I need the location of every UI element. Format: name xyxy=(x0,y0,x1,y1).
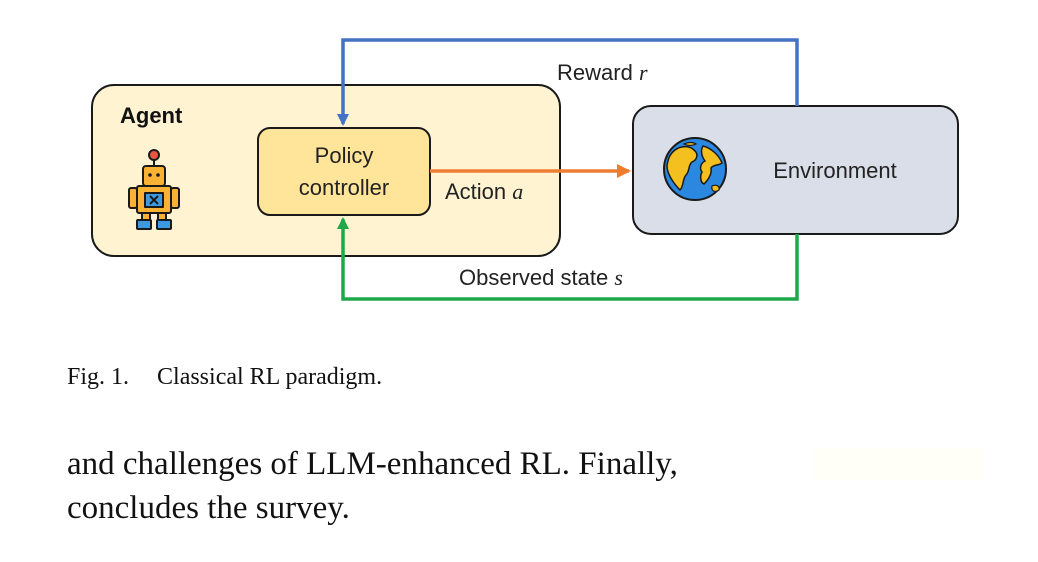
body-line-2: concludes the survey. xyxy=(67,490,350,526)
body-line-1: and challenges of LLM-enhanced RL. Final… xyxy=(67,446,678,482)
reward-label: Reward r xyxy=(557,60,648,85)
policy-label-line2: controller xyxy=(299,175,389,200)
redacted-area xyxy=(814,448,984,480)
globe-icon xyxy=(663,137,727,201)
policy-controller-box xyxy=(257,127,431,216)
reward-arrow xyxy=(337,38,799,126)
policy-label-line1: Policy xyxy=(315,143,374,168)
agent-label: Agent xyxy=(120,103,183,128)
figure-caption: Fig. 1. Classical RL paradigm. xyxy=(67,364,382,391)
caption-text: Classical RL paradigm. xyxy=(157,364,383,390)
environment-label: Environment xyxy=(773,158,897,183)
robot-icon xyxy=(128,149,180,230)
action-label: Action a xyxy=(445,179,523,204)
figure-number: Fig. 1. xyxy=(67,364,130,390)
observed-state-arrow xyxy=(337,217,799,301)
body-paragraph: and challenges of LLM-enhanced RL. Final… xyxy=(67,442,678,530)
observed-state-label: Observed state s xyxy=(459,265,623,290)
rl-paradigm-diagram: Agent Policy controller Environment Rewa… xyxy=(91,38,959,301)
